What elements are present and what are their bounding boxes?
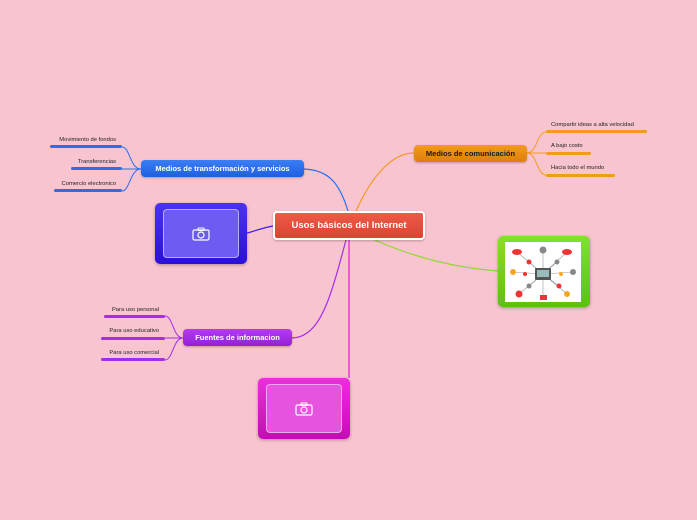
leaf-underline [50,145,122,148]
link-comun-1 [526,131,547,154]
network-diagram-image [505,242,581,302]
link-fuentes-1 [164,315,184,339]
link-central-green [374,239,499,272]
leaf-uso-personal[interactable]: Para uso personal [112,307,159,313]
leaf-label: Transferencias [77,159,116,165]
leaf-movimiento-de-fondos[interactable]: Movimiento de fondos [59,137,116,143]
leaf-label: A bajo costo [551,143,583,149]
image-node-magenta[interactable] [258,378,350,439]
leaf-label: Para uso personal [111,307,159,313]
leaf-label: Movimiento de fondos [59,137,116,143]
topic-comunicacion-label: Medios de comunicación [425,149,516,158]
leaf-underline [104,315,165,318]
leaf-underline [546,130,647,133]
leaf-underline [54,189,122,192]
leaf-underline [71,167,122,170]
topic-transformacion-label: Medios de transformación y servicios [155,164,290,173]
leaf-uso-educativo[interactable]: Para uso educativo [109,328,159,334]
leaf-label: Compartir ideas a alta velocidad [551,122,634,128]
leaf-compartir-ideas[interactable]: Compartir ideas a alta velocidad [551,122,634,128]
leaf-underline [546,152,591,155]
topic-transformacion[interactable]: Medios de transformación y servicios [141,160,304,177]
leaf-uso-comercial[interactable]: Para uso comercial [109,350,159,356]
leaf-label: Comercio electronico [61,181,116,187]
image-placeholder [163,209,239,258]
central-topic[interactable]: Usos básicos del Internet [273,211,425,240]
leaf-comercio-electronico[interactable]: Comercio electronico [62,181,116,187]
leaf-hacia-todo-el-mundo[interactable]: Hacia todo el mundo [551,165,604,171]
central-topic-label: Usos básicos del Internet [291,220,407,231]
image-node-blue[interactable] [155,203,247,264]
image-placeholder [266,384,342,433]
link-central-transformacion [303,168,349,212]
leaf-label: Para uso comercial [109,350,159,356]
topic-comunicacion[interactable]: Medios de comunicación [414,145,527,162]
leaf-transferencias[interactable]: Transferencias [78,159,116,165]
leaf-underline [101,358,165,361]
topic-fuentes-label: Fuentes de informacion [195,333,280,342]
leaf-label: Para uso educativo [109,328,159,334]
network-illustration [510,246,576,300]
link-comun-3 [526,152,547,176]
leaf-a-bajo-costo[interactable]: A bajo costo [551,143,583,149]
link-central-fuentes [291,239,347,339]
leaf-underline [101,337,165,340]
link-transf-1 [121,146,142,170]
link-central-comunicacion [355,152,415,212]
link-fuentes-3 [164,337,184,361]
image-node-green[interactable] [498,236,590,307]
link-transf-3 [121,168,142,192]
camera-icon [192,227,210,241]
camera-icon [295,402,313,416]
topic-fuentes[interactable]: Fuentes de informacion [183,329,292,346]
leaf-label: Hacia todo el mundo [551,165,605,171]
link-central-blue [246,225,274,234]
leaf-underline [546,174,615,177]
